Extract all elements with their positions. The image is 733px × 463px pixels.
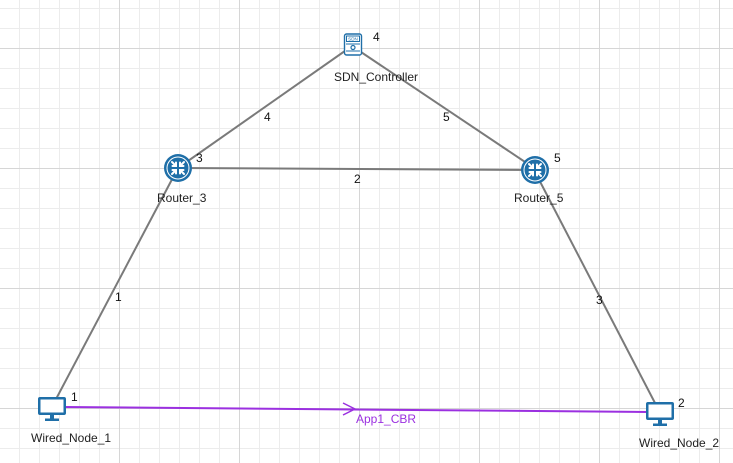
router-3-icon[interactable] <box>163 153 193 183</box>
sdn-server-icon[interactable]: SDN <box>343 33 363 57</box>
router-3-id: 3 <box>196 151 203 165</box>
wired-node-2-id: 2 <box>678 396 685 410</box>
router-3-label: Router_3 <box>157 191 207 205</box>
app-flow-line[interactable] <box>63 406 649 413</box>
link-1-label: 1 <box>115 290 122 304</box>
link-3-label: 3 <box>596 293 603 307</box>
link-4-label: 4 <box>264 110 271 124</box>
link-2-label: 2 <box>354 172 361 186</box>
wired-node-2-label: Wired_Node_2 <box>639 436 720 450</box>
wired-node-1-icon[interactable] <box>37 396 67 422</box>
link-5[interactable] <box>351 45 535 169</box>
wired-node-2-icon[interactable] <box>645 401 675 427</box>
link-3[interactable] <box>533 169 656 404</box>
sdn-controller-label: SDN_Controller <box>334 70 419 84</box>
link-4[interactable] <box>177 45 353 169</box>
router-5-id: 5 <box>554 151 561 165</box>
router-5-icon[interactable] <box>520 155 550 185</box>
router-5-label: Router_5 <box>514 191 564 205</box>
link-1[interactable] <box>54 167 179 402</box>
app-flow-label: App1_CBR <box>356 412 417 426</box>
link-5-label: 5 <box>443 110 450 124</box>
wired-node-1-label: Wired_Node_1 <box>31 431 112 445</box>
wired-node-1-id: 1 <box>71 390 78 404</box>
link-2[interactable] <box>177 167 535 171</box>
app-flow-arrowhead <box>342 402 357 416</box>
sdn-controller-id: 4 <box>373 30 380 44</box>
sdn-icon-text: SDN <box>348 37 358 42</box>
